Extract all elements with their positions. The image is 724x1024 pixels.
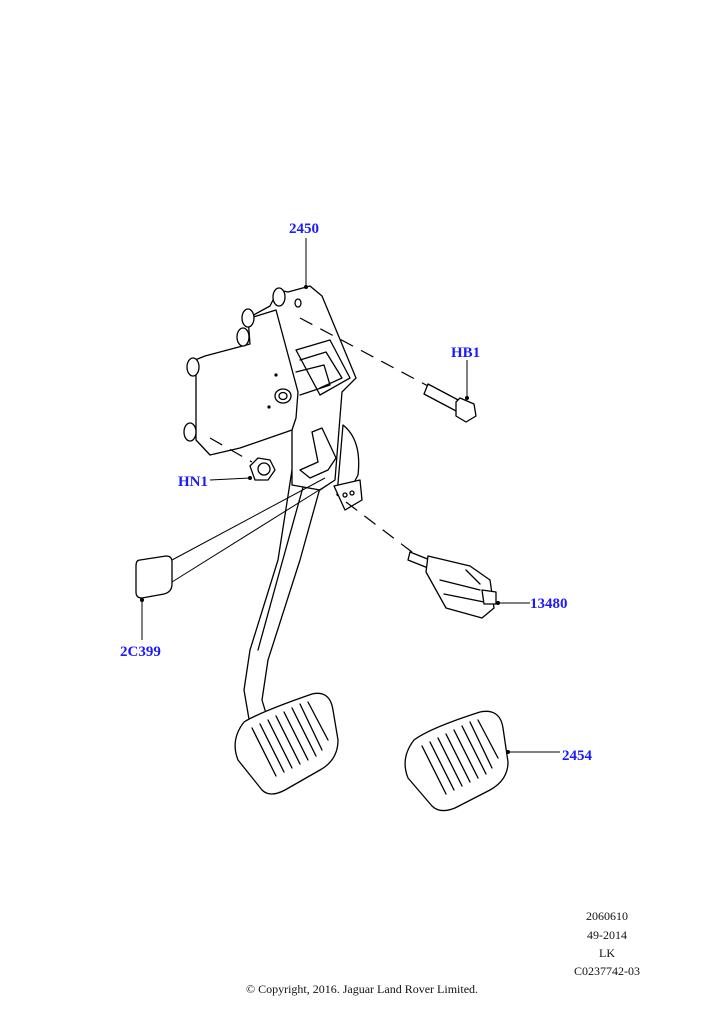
callout-hn1[interactable]: HN1 [178,474,208,490]
nut-drawing [249,457,276,481]
assembly-line-bolt [299,317,429,387]
callout-13480[interactable]: 13480 [530,596,568,612]
callout-2c399[interactable]: 2C399 [120,644,161,660]
callout-2450[interactable]: 2450 [289,221,319,237]
brake-pedal-arm [243,469,326,726]
ref-number: 2060610 [586,909,628,923]
pedal-bracket [183,285,363,511]
pedal-pad-2454-drawing [404,710,509,812]
assembly-line-nut [209,437,253,463]
assembly-line-switch [345,501,413,553]
copyright: © Copyright, 2016. Jaguar Land Rover Lim… [245,982,479,996]
leader-lines [140,238,560,754]
drawing-id: C0237742-03 [574,964,640,978]
pad-cover-drawing [135,477,333,599]
pedal-pad-fitted [234,692,339,795]
callout-hb1[interactable]: HB1 [451,345,480,361]
bolt-drawing [423,383,477,423]
callout-2454[interactable]: 2454 [562,748,593,764]
model-code: 49-2014 [587,928,627,942]
language-code: LK [599,946,615,960]
switch-drawing [407,551,497,619]
